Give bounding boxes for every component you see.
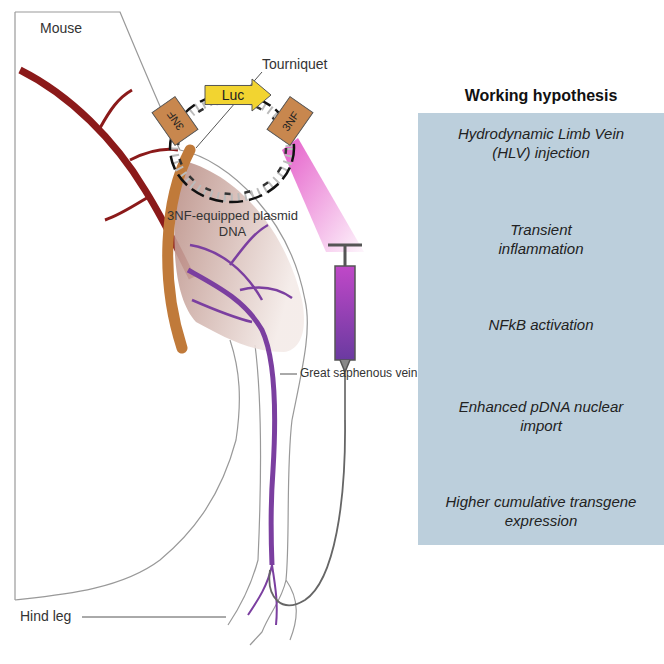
figure-label: 3NF-equipped plasmid DNA: [165, 208, 300, 239]
gene-label: Luc: [222, 87, 255, 103]
step-label: Enhanced pDNA nuclear import: [441, 398, 641, 436]
leader-line: [82, 617, 226, 618]
mouse-outline: [15, 12, 307, 645]
thigh-muscle: [174, 160, 304, 352]
hypothesis-panel: Working hypothesisHydrodynamic Limb Vein…: [418, 113, 664, 545]
figure-label: Mouse: [40, 20, 82, 37]
leader-line: [280, 374, 297, 375]
plasmid-strand: [178, 102, 286, 194]
syringe-barrel: [335, 266, 355, 360]
panel-heading: Working hypothesis: [418, 87, 664, 105]
figure-label: Hind leg: [20, 608, 71, 625]
plasmid-rungs: [174, 98, 290, 198]
vein-branch: [190, 225, 292, 322]
step-text: NFkB activation: [481, 316, 601, 335]
plasmid-strand: [170, 94, 294, 202]
step-label: NFkB activation: [481, 316, 601, 335]
step-label: Hydrodynamic Limb Vein (HLV) injection: [441, 125, 641, 163]
luc-gene: Luc: [204, 78, 272, 112]
step-label: Higher cumulative transgene expression: [441, 493, 641, 531]
step-text: Higher cumulative transgene expression: [441, 493, 641, 531]
figure-label: Tourniquet: [262, 56, 327, 73]
step-text: Transient inflammation: [476, 221, 606, 259]
frame-line: [14, 12, 15, 600]
step-text: Enhanced pDNA nuclear import: [441, 398, 641, 436]
catheter-tube: [269, 420, 345, 605]
syringe-plunger: [328, 245, 362, 266]
step-label: Transient inflammation: [476, 221, 606, 259]
saphenous-vein: [188, 270, 275, 565]
figure-label: Great saphenous vein: [300, 366, 417, 380]
3nf-element: 3NF: [266, 95, 315, 147]
step-text: Hydrodynamic Limb Vein (HLV) injection: [441, 125, 641, 163]
